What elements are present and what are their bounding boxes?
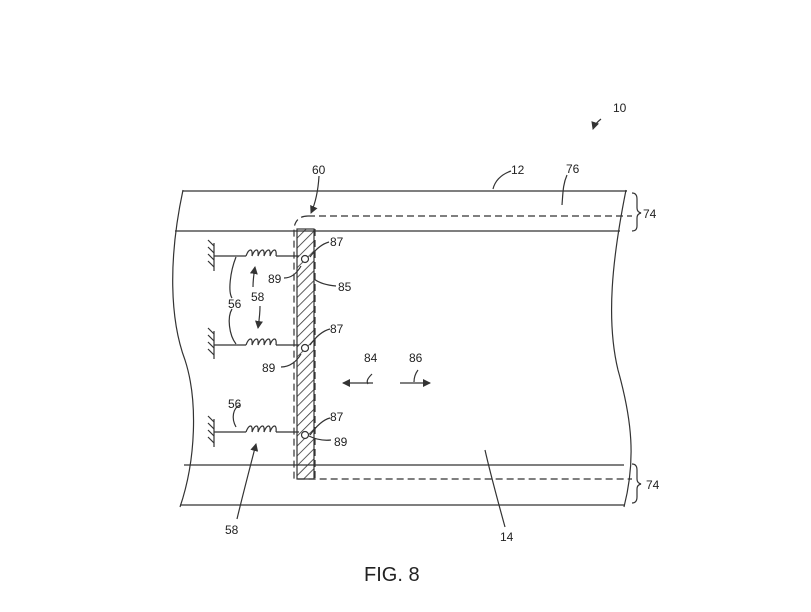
figure-caption: FIG. 8 <box>364 564 420 586</box>
anchor-bottom <box>207 415 246 447</box>
label-anchor-top: 56 <box>228 297 242 311</box>
left-break-line <box>172 189 195 508</box>
label-interior: 14 <box>500 530 514 544</box>
hatched-plate <box>296 228 315 480</box>
ball-top <box>300 254 310 264</box>
spring-middle <box>245 338 299 346</box>
anchor-middle <box>207 327 246 359</box>
label-dir-left: 84 <box>364 351 378 365</box>
spring-bottom <box>245 425 299 433</box>
label-springs-top: 58 <box>251 290 265 304</box>
right-break-line <box>610 189 632 508</box>
ball-bottom <box>300 430 310 440</box>
label-ball-top: 89 <box>268 272 282 286</box>
label-strip: 76 <box>566 162 580 176</box>
label-brace-top: 74 <box>643 207 657 221</box>
label-assembly: 10 <box>613 101 627 115</box>
ball-middle <box>300 343 310 353</box>
label-brace-bottom: 74 <box>646 478 660 492</box>
gate-outline <box>293 215 632 480</box>
label-ball-middle: 89 <box>262 361 276 375</box>
label-pin-middle: 87 <box>330 322 344 336</box>
anchor-top <box>207 239 246 271</box>
label-anchor-bottom: 56 <box>228 397 242 411</box>
label-gate: 60 <box>312 163 326 177</box>
label-dir-right: 86 <box>409 351 423 365</box>
label-pin-top: 87 <box>330 235 344 249</box>
label-wall: 12 <box>511 163 525 177</box>
label-springs-bottom: 58 <box>225 523 239 537</box>
label-pin-bottom: 87 <box>330 410 344 424</box>
label-ball-bottom: 89 <box>334 435 348 449</box>
label-plate: 85 <box>338 280 352 294</box>
spring-top <box>245 249 299 257</box>
